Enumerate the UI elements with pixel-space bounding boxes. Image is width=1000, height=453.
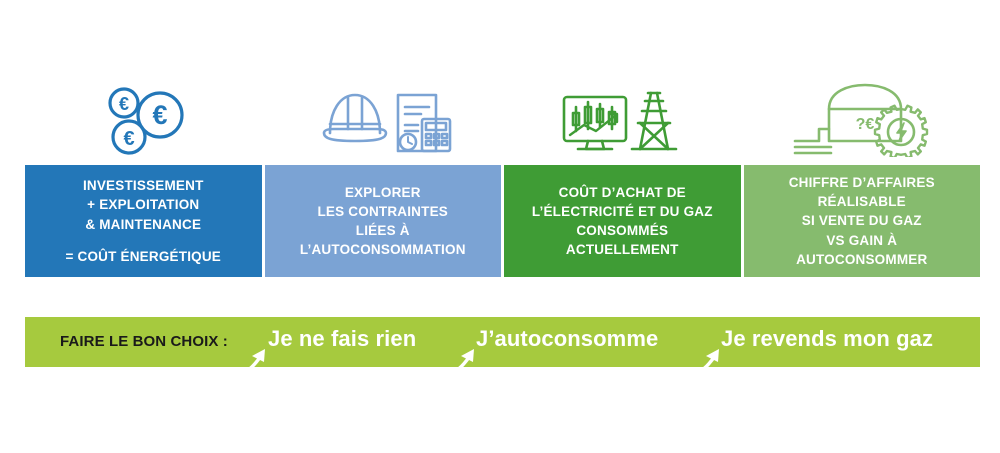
choice-option-2[interactable]: J’autoconsomme bbox=[476, 326, 659, 351]
box-line: SI VENTE DU GAZ bbox=[801, 213, 922, 229]
box-chiffre-affaires: CHIFFRE D’AFFAIRES RÉALISABLE SI VENTE D… bbox=[743, 165, 980, 277]
choice-option-3[interactable]: Je revends mon gaz bbox=[721, 326, 934, 351]
box-line: L’AUTOCONSOMMATION bbox=[299, 242, 466, 258]
box-row: INVESTISSEMENT + EXPLOITATION & MAINTENA… bbox=[25, 165, 980, 277]
euro-coins-icon: € € € bbox=[25, 80, 264, 160]
choice-option-1[interactable]: Je ne fais rien bbox=[268, 326, 417, 351]
arrow-up-right-icon-2 bbox=[446, 349, 474, 375]
box-line: + EXPLOITATION bbox=[87, 197, 200, 213]
box-line: AUTOCONSOMMER bbox=[796, 251, 928, 267]
box-line: LIÉES À bbox=[355, 223, 410, 238]
box-line: = COÛT ÉNERGÉTIQUE bbox=[65, 248, 221, 264]
arrow-up-right-icon-1 bbox=[237, 349, 265, 375]
box-line: INVESTISSEMENT bbox=[82, 178, 204, 194]
biogas-price-label: ?€ bbox=[855, 116, 874, 133]
monitor-chart-pylon-icon bbox=[503, 80, 742, 160]
box-line: L’ÉLECTRICITÉ ET DU GAZ bbox=[531, 203, 713, 219]
arrow-up-right-icon-3 bbox=[691, 349, 719, 375]
box-line: & MAINTENANCE bbox=[85, 216, 202, 232]
svg-text:€: € bbox=[124, 128, 135, 150]
choice-bar: FAIRE LE BON CHOIX : Je ne fais rien J’a… bbox=[25, 317, 980, 367]
box-line: VS GAIN À bbox=[826, 232, 898, 248]
box-cout-achat: COÛT D’ACHAT DE L’ÉLECTRICITÉ ET DU GAZ … bbox=[504, 165, 741, 277]
box-line: CONSOMMÉS bbox=[576, 223, 669, 238]
box-line: RÉALISABLE bbox=[817, 194, 906, 210]
choice-bar-background bbox=[25, 317, 980, 367]
box-line: ACTUELLEMENT bbox=[565, 242, 679, 258]
box-line: EXPLORER bbox=[344, 184, 421, 200]
icon-row: € € € bbox=[25, 80, 980, 160]
box-explorer-contraintes: EXPLORER LES CONTRAINTES LIÉES À L’AUTOC… bbox=[264, 165, 501, 277]
svg-text:€: € bbox=[119, 94, 129, 114]
box-line: CHIFFRE D’AFFAIRES bbox=[788, 175, 935, 191]
biogas-tank-gear-icon: ?€ bbox=[741, 80, 980, 160]
choice-bar-label: FAIRE LE BON CHOIX : bbox=[60, 333, 228, 350]
box-investissement: INVESTISSEMENT + EXPLOITATION & MAINTENA… bbox=[25, 165, 262, 277]
hard-hat-document-calculator-icon bbox=[264, 80, 503, 160]
svg-text:€: € bbox=[153, 100, 168, 130]
box-line: LES CONTRAINTES bbox=[317, 203, 448, 219]
box-line: COÛT D’ACHAT DE bbox=[558, 184, 686, 200]
